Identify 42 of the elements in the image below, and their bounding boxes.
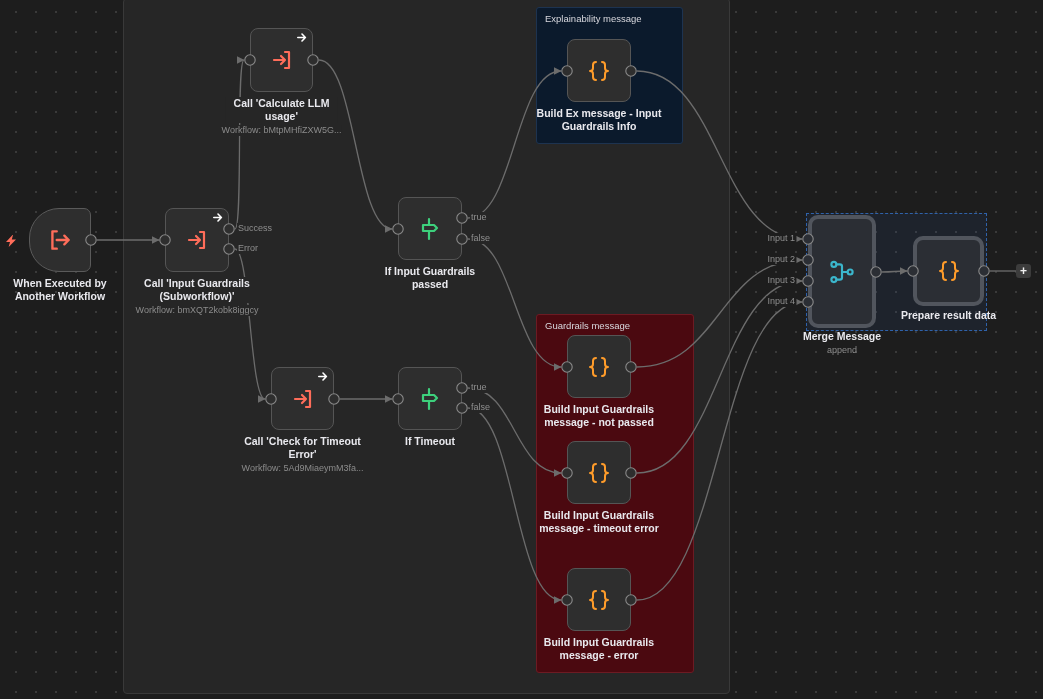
connector	[318, 59, 393, 230]
connector	[636, 300, 803, 601]
port-label: false	[470, 233, 491, 244]
connector	[989, 270, 1017, 272]
node-label: Build Ex message - Input Guardrails Info	[535, 107, 663, 133]
connector	[339, 395, 393, 403]
port-label: Input 2	[766, 254, 796, 265]
group-title: Guardrails message	[545, 320, 630, 332]
node-label: Build Input Guardrails message - timeout error	[538, 509, 660, 535]
node-label: If Timeout	[405, 435, 455, 448]
node-label: Merge Message	[802, 330, 882, 343]
node-subtitle: Workflow: bMtpMHfiZXW5G...	[221, 125, 342, 136]
connector	[636, 70, 803, 242]
group-title: Explainability message	[545, 13, 642, 25]
port-label: Input 3	[766, 275, 796, 286]
connector	[881, 267, 908, 276]
port-label: true	[470, 212, 488, 223]
add-button: +	[1016, 264, 1031, 278]
node-subtitle: Workflow: bmXQT2kobk8iggcy	[135, 305, 259, 316]
node-subtitle: append	[827, 345, 857, 356]
connector	[234, 59, 245, 230]
connector	[636, 256, 803, 368]
connector	[234, 248, 266, 400]
port-label: Input 4	[766, 296, 796, 307]
port-label: false	[470, 402, 491, 413]
group-frame	[536, 7, 683, 144]
group-frame	[536, 314, 694, 673]
node-subtitle: Workflow: 5Ad9MiaeymM3fa...	[241, 463, 364, 474]
connector	[467, 387, 562, 476]
connector	[467, 407, 562, 602]
port-label: Success	[237, 223, 273, 234]
port-label: Input 1	[766, 233, 796, 244]
node-label: Prepare result data	[900, 309, 997, 322]
connector	[96, 236, 160, 244]
node-label: When Executed by Another Workflow	[12, 277, 108, 303]
connector	[467, 69, 562, 219]
node-label: Build Input Guardrails message - not passed	[542, 403, 656, 429]
connector	[636, 278, 803, 474]
connector	[467, 238, 562, 370]
port-label: true	[470, 382, 488, 393]
port-label: Error	[237, 243, 259, 254]
node-label: Build Input Guardrails message - error	[542, 636, 656, 662]
